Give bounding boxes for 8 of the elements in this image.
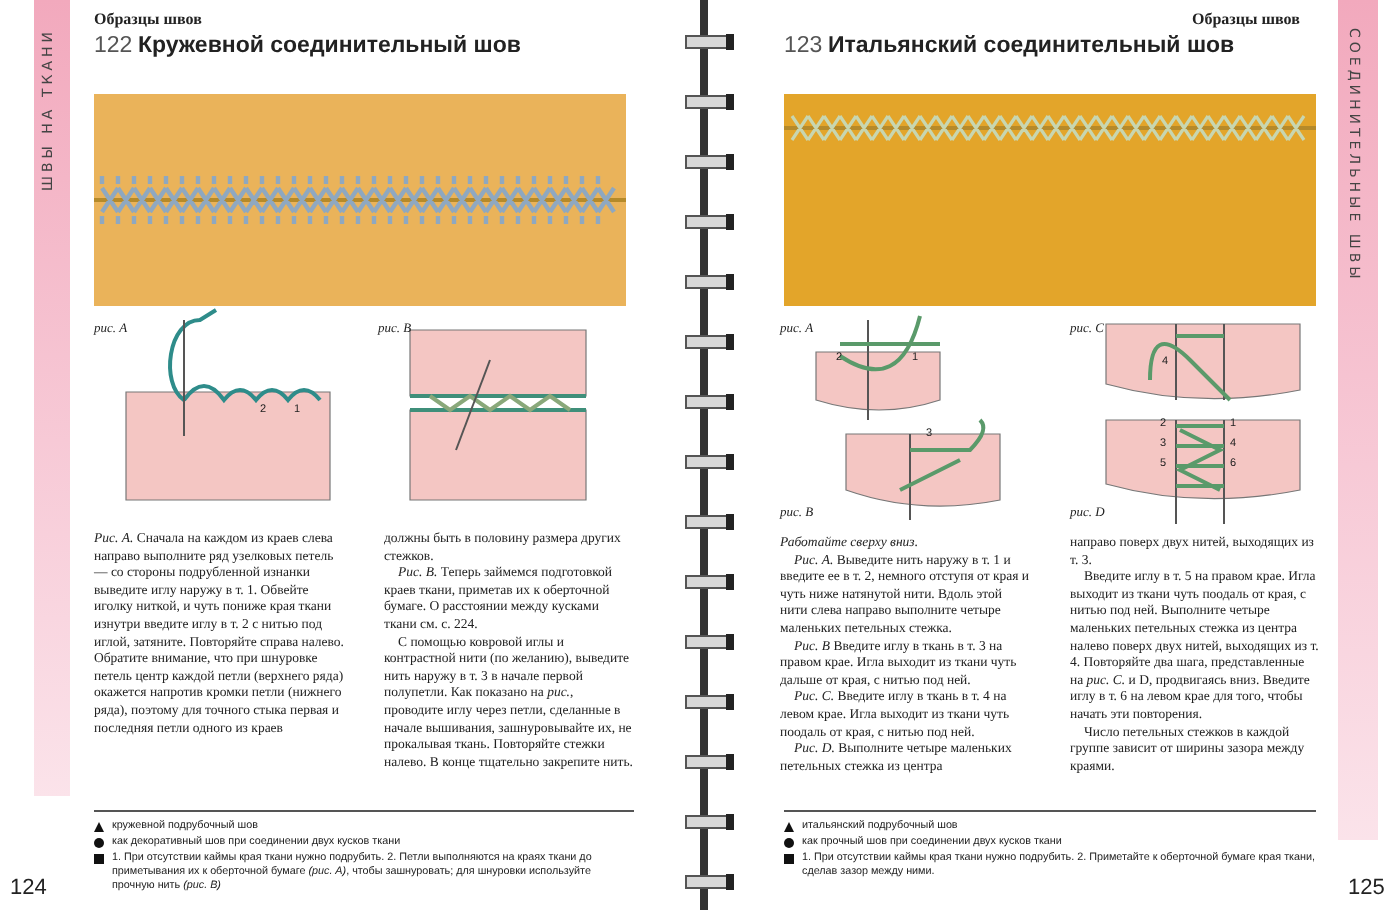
section-number: 122 [94,34,133,58]
page-number: 124 [10,876,47,900]
running-header: Образцы швов [1192,10,1300,28]
page-number: 125 [1348,876,1385,900]
section-number: 123 [784,34,823,58]
section-title: Итальянский соединительный шов [828,34,1235,58]
section-title: Кружевной соединительный шов [138,34,521,58]
running-header: Образцы швов [94,10,202,28]
